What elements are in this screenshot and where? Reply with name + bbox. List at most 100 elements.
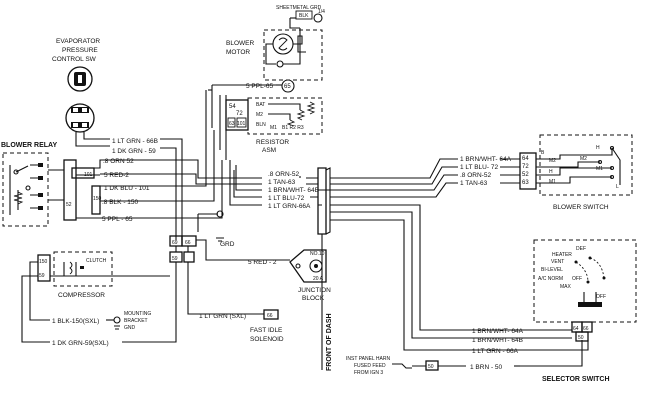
compressor-label: COMPRESSOR [58, 292, 105, 299]
connector-59-label: 59 [172, 256, 178, 262]
resistor-term-bln: BLN [256, 122, 266, 128]
front-of-dash-label: FRONT OF DASH [326, 313, 333, 371]
blk-150-label: .8 BLK - 150 [102, 199, 139, 206]
blower-motor: BLOWER MOTOR [226, 28, 323, 81]
lt-blu-72-right-label: 1 LT BLU- 72 [460, 164, 498, 171]
relay-pin-52: 52 [66, 202, 72, 208]
connector-50-label: 50 [428, 364, 434, 370]
inst-panel-label-2: FUSED FEED [354, 363, 386, 369]
compressor-connector [37, 254, 51, 282]
sheetmetal-grd-label: SHEETMETAL GRD [276, 5, 322, 11]
resistor-term-bat: BAT [256, 102, 265, 108]
connector-150-label: 150 [39, 259, 48, 265]
inst-panel-feed: INST PANEL HARN FUSED FEED FROM IGN 3 50… [346, 356, 520, 376]
fast-idle-label-1: FAST IDLE [250, 327, 283, 334]
selector-switch-label: SELECTOR SWITCH [542, 376, 610, 383]
orn-52-right-label: .8 ORN-52 [460, 172, 491, 179]
resistor-assembly: 54 72 63 101 BAT M2 BLN M1 B1 R2 R3 RESI… [219, 95, 323, 160]
connector-69-label: 69 [172, 240, 178, 246]
connector-66-label: 66 [185, 240, 191, 246]
evap-label-2: PRESSURE [62, 47, 98, 54]
selector-wires: 1 BRN/WHT- 64A 1 BRN/WHT- 64B 1 LT GRN -… [470, 328, 589, 355]
resistor-term-m2: M2 [256, 112, 263, 118]
ground-symbol-center: GRD [197, 210, 235, 248]
fast-idle-label-2: SOLENOID [250, 336, 284, 343]
ss-pin-50: 50 [578, 335, 584, 341]
blk-150-sxl-label: 1 BLK-150(SXL) [52, 318, 99, 325]
evaporator-switch: EVAPORATOR PRESSURE CONTROL SW [52, 38, 110, 147]
junction-block: NO.10 20 A JUNCTION BLOCK [289, 249, 331, 302]
junction-label-1: JUNCTION [298, 287, 331, 294]
brn-wht-64b-bot-label: 1 BRN/WHT- 64B [472, 337, 523, 344]
bs-term-h2: H [596, 145, 600, 151]
resistor-pin-72: 72 [236, 111, 243, 117]
compressor-housing [53, 251, 113, 287]
fast-idle-solenoid: 1 LT GRN (SXL) 66 FAST IDLE SOLENOID [199, 309, 284, 343]
bs-pin-64: 64 [522, 156, 529, 162]
relay-pin-150: 150 [93, 196, 102, 202]
relay-connector-left [63, 159, 77, 221]
connector-66-fast [263, 309, 279, 320]
bs-term-h: H [549, 169, 553, 175]
resistor-pin-101: 101 [237, 121, 246, 127]
ppl65-label: 5 PPL-65 [246, 83, 273, 90]
tan-63-right-label: 1 TAN-63 [460, 180, 488, 187]
blower-switch-connector [519, 152, 537, 190]
front-of-dash-connector: FRONT OF DASH [317, 167, 333, 371]
evap-connector [65, 103, 95, 133]
inst-panel-label-1: INST PANEL HARN [346, 356, 390, 362]
sel-ac-norm: A/C NORM [538, 276, 563, 282]
blower-motor-label-1: BLOWER [226, 40, 254, 47]
sel-heater: HEATER [552, 252, 572, 258]
junction-label-2: BLOCK [302, 295, 325, 302]
dk-blu-101-label: 1 DK BLU - 101 [104, 185, 150, 192]
lt-grn-sxl-label: 1 LT GRN (SXL) [199, 313, 246, 320]
tan-63-mid-label: 1 TAN-63 [268, 179, 296, 186]
bs-term-m2: M2 [549, 158, 556, 164]
blower-switch: 64 72 52 63 B M2 H M1 H M2 M1 L BLOWER S… [519, 134, 633, 211]
selector-switch-housing [533, 239, 637, 323]
ppl-65-left-label: 5 PPL - 65 [102, 216, 133, 223]
connector-66 [181, 235, 197, 247]
mounting-label-1: MOUNTING [124, 311, 151, 317]
connector-65-label: 65 [284, 84, 291, 90]
dk-grn-59-sxl-label: 1 DK GRN-59(SXL) [52, 340, 109, 347]
ground-size-label: 1/4 [318, 9, 325, 15]
blower-relay-housing [2, 152, 49, 227]
connector-159-label: 59 [39, 273, 45, 279]
connector-65 [281, 79, 295, 93]
junction-20a: 20 A [313, 276, 324, 282]
ground-lug [313, 13, 323, 23]
lt-blu-72-mid-label: 1 LT BLU-72 [268, 195, 305, 202]
lt-grn-66a-mid-label: 1 LT GRN-66A [268, 203, 311, 210]
connector-66-fast-label: 66 [267, 313, 273, 319]
mounting-label-2: BRACKET [124, 318, 148, 324]
center-connectors: 69 66 59 [50, 235, 290, 340]
bs-pin-52: 52 [522, 172, 529, 178]
red-2-left-label: 5 RED-2 [104, 172, 129, 179]
mounting-bracket-ground: 1 BLK-150(SXL) MOUNTING BRACKET GND 1 DK… [52, 311, 177, 347]
blower-relay: BLOWER RELAY [1, 142, 57, 227]
dk-grn-59-label: 1 DK GRN - 59 [112, 148, 156, 155]
inst-panel-label-3: FROM IGN 3 [354, 370, 383, 376]
orn-52-left-label: .8 ORN 52 [103, 158, 134, 165]
sel-max: MAX [560, 284, 572, 290]
brn-wht-64b-mid-label: 1 BRN/WHT- 64B [268, 187, 319, 194]
bs-term-b: B [541, 150, 545, 156]
bs-pin-63: 63 [522, 180, 529, 186]
sel-bilevel: BI-LEVEL [541, 267, 563, 273]
mounting-label-3: GND [124, 325, 136, 331]
resistor-pin-63: 63 [229, 121, 235, 127]
sheetmetal-ground: SHEETMETAL GRD BLK 1/4 [276, 5, 325, 29]
blower-switch-label: BLOWER SWITCH [553, 204, 609, 211]
resistor-pin-54: 54 [229, 104, 236, 110]
sel-off-1: OFF [572, 276, 582, 282]
junction-block-body [289, 249, 327, 283]
ground-connector [295, 10, 313, 20]
middle-harness: .8 ORN-52 1 TAN-63 1 BRN/WHT- 64B 1 LT B… [240, 171, 330, 210]
resistor-term-m1: M1 [270, 125, 277, 131]
selector-switch: HEATER DEF VENT BI-LEVEL A/C NORM MAX OF… [520, 239, 637, 383]
relay-connector: 52 150 101 .8 ORN 52 5 RED-2 1 DK BLU - … [48, 158, 162, 223]
grd-label: GRD [220, 241, 235, 248]
ground-wire-label: BLK [299, 13, 309, 19]
